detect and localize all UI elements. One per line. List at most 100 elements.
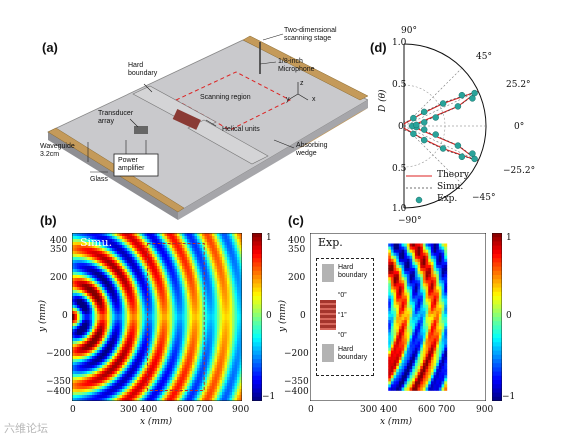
- heat-b-cell: [122, 359, 125, 363]
- heat-b-cell: [119, 269, 123, 273]
- heat-b-cell: [227, 314, 230, 318]
- heat-b-cell: [94, 326, 98, 330]
- heat-b-cell: [192, 323, 195, 327]
- heat-c-cell: [428, 381, 432, 385]
- heat-b-cell: [222, 281, 225, 285]
- heat-c-cell: [441, 378, 445, 382]
- heat-b-cell: [132, 284, 135, 288]
- heat-b-cell: [139, 260, 143, 264]
- heat-b-cell: [229, 287, 233, 291]
- heat-b-cell: [92, 341, 95, 345]
- heat-b-cell: [164, 263, 168, 267]
- heat-c-cell: [390, 304, 394, 309]
- heat-b-cell: [222, 368, 225, 372]
- heat-b-cell: [127, 317, 130, 321]
- heat-b-cell: [144, 326, 148, 330]
- heat-b-cell: [174, 242, 178, 246]
- heat-b-cell: [192, 302, 195, 306]
- polar-angle-45: 45°: [476, 52, 492, 62]
- heat-b-cell: [94, 239, 98, 243]
- heat-c-cell: [422, 313, 426, 318]
- heat-c-cell: [433, 307, 437, 312]
- cbar-b-segment: [252, 312, 262, 318]
- heat-b-cell: [104, 278, 108, 282]
- heat-b-cell: [107, 317, 110, 321]
- heat-c-cell: [422, 326, 426, 330]
- heat-b-cell: [212, 269, 215, 273]
- heat-b-cell: [84, 311, 88, 315]
- heat-b-cell: [202, 389, 205, 393]
- heat-b-cell: [109, 242, 113, 246]
- heat-b-cell: [152, 272, 155, 276]
- heat-b-cell: [97, 314, 100, 318]
- heat-c-cell: [398, 332, 402, 336]
- heat-b-cell: [164, 311, 168, 315]
- heat-c-cell: [393, 323, 397, 327]
- heat-c-cell: [409, 375, 413, 379]
- heat-b-cell: [214, 344, 218, 348]
- heat-c-cell: [409, 362, 413, 367]
- heat-b-cell: [229, 374, 233, 378]
- heat-b-cell: [119, 287, 123, 291]
- heat-c-cell: [398, 289, 402, 293]
- heat-b-cell: [227, 365, 230, 369]
- heat-b-cell: [172, 287, 175, 291]
- heat-c-cell: [444, 264, 448, 269]
- heat-b-cell: [147, 371, 150, 375]
- heat-b-cell: [84, 329, 88, 333]
- heat-b-cell: [234, 356, 238, 360]
- heat-c-cell: [396, 280, 400, 284]
- heat-b-cell: [177, 326, 180, 330]
- heat-b-cell: [219, 320, 223, 324]
- heat-b-cell: [212, 332, 215, 336]
- heat-c-cell: [444, 320, 448, 324]
- heat-b-cell: [217, 290, 220, 294]
- heat-b-cell: [97, 284, 100, 288]
- heat-b-cell: [207, 362, 210, 366]
- heat-c-cell: [412, 323, 416, 327]
- heat-b-cell: [189, 299, 193, 303]
- heat-b-cell: [129, 254, 133, 258]
- heat-b-cell: [172, 269, 175, 273]
- heat-b-cell: [187, 278, 190, 282]
- heat-b-cell: [147, 365, 150, 369]
- heat-b-cell: [122, 389, 125, 393]
- heat-b-cell: [189, 392, 193, 396]
- heat-b-cell: [94, 362, 98, 366]
- heat-c-cell: [420, 292, 424, 296]
- heat-c-cell: [414, 359, 418, 364]
- heat-b-cell: [84, 398, 88, 401]
- heat-b-cell: [167, 251, 170, 255]
- heat-c-cell: [393, 344, 397, 348]
- heat-c-cell: [441, 338, 445, 342]
- heat-b-cell: [217, 335, 220, 339]
- heat-b-cell: [222, 344, 225, 348]
- heat-b-cell: [134, 326, 138, 330]
- heat-b-cell: [167, 305, 170, 309]
- heat-b-cell: [194, 317, 198, 321]
- heat-b-cell: [189, 365, 193, 369]
- heat-b-cell: [87, 338, 90, 342]
- heat-b-cell: [182, 389, 185, 393]
- heat-b-cell: [157, 359, 160, 363]
- heat-b-cell: [112, 395, 115, 399]
- heat-b-cell: [139, 323, 143, 327]
- heat-b-cell: [182, 320, 185, 324]
- heat-b-cell: [117, 383, 120, 387]
- heat-b-cell: [182, 236, 185, 240]
- heat-c-cell: [412, 387, 416, 391]
- heat-c-cell: [433, 286, 437, 290]
- heat-b-cell: [232, 254, 235, 258]
- heat-c-cell: [438, 362, 442, 367]
- heat-b-cell: [187, 260, 190, 264]
- heat-b-cell: [197, 377, 200, 381]
- heat-c-cell: [406, 280, 410, 284]
- heat-c-cell: [414, 243, 418, 247]
- heat-b-cell: [239, 254, 242, 258]
- heat-b-cell: [179, 365, 183, 369]
- heat-b-cell: [199, 275, 203, 279]
- heat-b-cell: [149, 374, 153, 378]
- heat-b-cell: [199, 350, 203, 354]
- heat-c-cell: [390, 369, 394, 373]
- heat-c-cell: [388, 387, 392, 391]
